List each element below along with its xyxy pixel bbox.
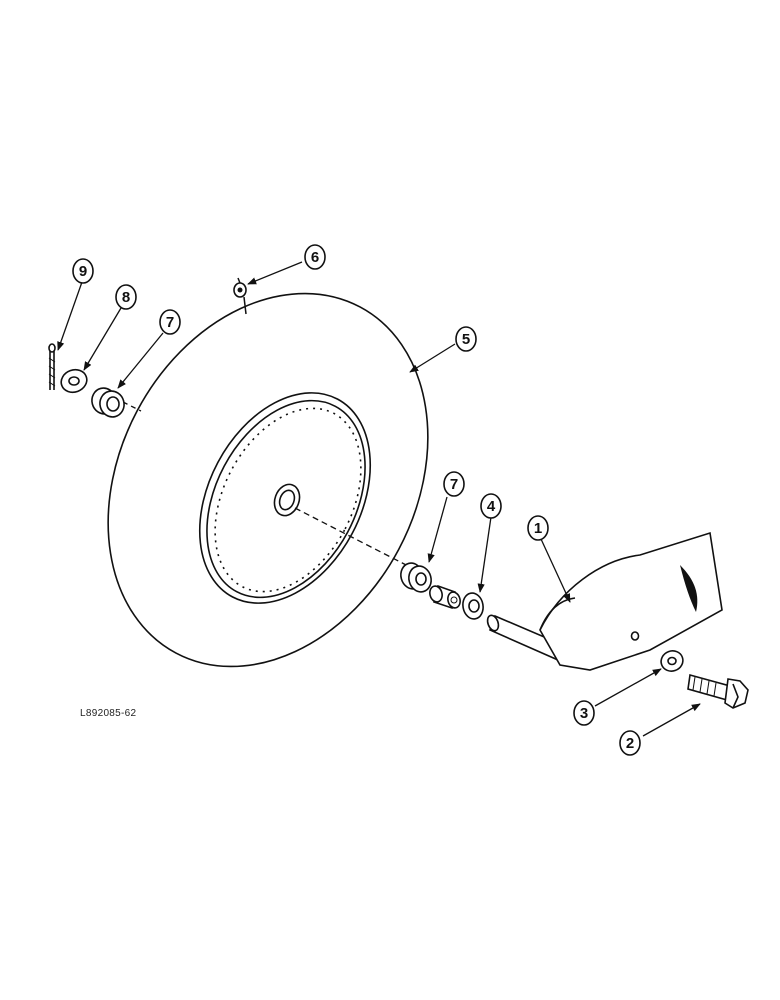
callout-1: 1 <box>527 515 549 541</box>
callout-7-right-label: 7 <box>450 476 458 493</box>
callout-7-left: 7 <box>159 309 181 335</box>
cotter-pin <box>48 343 56 390</box>
callout-1-label: 1 <box>534 520 542 537</box>
callout-6: 6 <box>304 244 326 270</box>
washer-small <box>660 650 684 672</box>
callout-5: 5 <box>455 326 477 352</box>
callout-2: 2 <box>619 730 641 756</box>
callout-7-left-label: 7 <box>166 314 174 331</box>
figure-id: L892085-62 <box>80 708 137 719</box>
callout-5-label: 5 <box>462 331 470 348</box>
axle-centerline-left <box>122 401 142 412</box>
callout-3: 3 <box>573 700 595 726</box>
callout-9-label: 9 <box>79 263 87 280</box>
washer-left <box>60 368 88 394</box>
bushing-left <box>91 387 125 418</box>
callout-4: 4 <box>480 493 502 519</box>
hex-bolt <box>687 673 749 709</box>
callout-4-label: 4 <box>487 498 496 515</box>
callout-9: 9 <box>72 258 94 284</box>
callout-3-label: 3 <box>580 705 588 722</box>
spacer-tube <box>429 584 461 610</box>
callout-8: 8 <box>115 284 137 310</box>
bushing-right <box>400 562 432 593</box>
leader-lines <box>57 261 701 737</box>
callout-8-label: 8 <box>122 289 130 306</box>
callout-6-label: 6 <box>311 249 319 266</box>
valve-stem <box>233 277 247 315</box>
hub-bore <box>273 483 301 517</box>
wheel-tire <box>107 292 429 668</box>
washer-right <box>462 592 484 620</box>
axle-centerline <box>294 507 413 569</box>
mounting-bracket <box>539 531 723 671</box>
callout-7-right: 7 <box>443 471 465 497</box>
callout-2-label: 2 <box>626 735 634 752</box>
